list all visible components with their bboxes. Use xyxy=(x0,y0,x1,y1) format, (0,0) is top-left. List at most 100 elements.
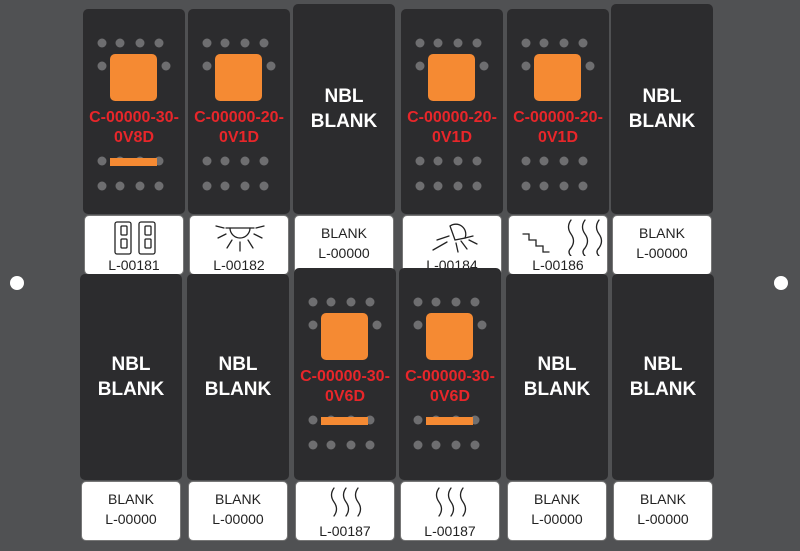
led-dot xyxy=(453,38,463,48)
legend-label: L-00181 xyxy=(84,215,184,275)
rocker-switch-blank[interactable]: NBL BLANK xyxy=(612,274,714,480)
led-dot xyxy=(472,38,482,48)
led-dot xyxy=(115,38,125,48)
legend-label: L-00184 xyxy=(402,215,502,275)
led-dot xyxy=(413,415,423,425)
label-part-number: L-00000 xyxy=(105,511,157,527)
led-dot xyxy=(472,181,482,191)
led-dot xyxy=(451,440,461,450)
rocker-switch-lit[interactable]: C-00000-20- 0V1D xyxy=(401,9,503,214)
label-blank-text: BLANK xyxy=(215,491,261,507)
label-blank-text: BLANK xyxy=(639,225,685,241)
rocker-switch-lit[interactable]: C-00000-20-0V1D xyxy=(188,9,290,214)
label-part-number: L-00000 xyxy=(318,245,370,261)
blank-switch-text: NBL xyxy=(324,86,364,107)
led-dot xyxy=(415,61,425,71)
led-dot xyxy=(470,440,480,450)
mounting-hole-left xyxy=(10,276,24,290)
rocker-switch-lit[interactable]: C-00000-30-0V6D xyxy=(294,268,396,480)
heat-waves-icon xyxy=(435,487,467,517)
legend-label: L-00186 xyxy=(508,215,608,275)
led-dot xyxy=(220,38,230,48)
led-dot xyxy=(521,156,531,166)
label-part-number: L-00186 xyxy=(532,257,584,273)
led-dot xyxy=(135,38,145,48)
led-dot xyxy=(559,181,569,191)
led-dot xyxy=(326,297,336,307)
led-dot xyxy=(415,156,425,166)
label-blank-text: BLANK xyxy=(321,225,367,241)
led-dot xyxy=(154,38,164,48)
dual-switch-icon xyxy=(114,221,156,255)
led-dot xyxy=(220,156,230,166)
spotlight-icon xyxy=(432,223,478,253)
part-code-line: C-00000-20- xyxy=(407,109,497,126)
led-dot xyxy=(220,181,230,191)
led-dot xyxy=(365,440,375,450)
led-dot xyxy=(308,320,318,330)
indicator-lens xyxy=(428,54,475,101)
indicator-lens xyxy=(426,313,473,360)
rocker-switch-lit[interactable]: C-00000-30- 0V6D xyxy=(399,268,501,480)
rocker-switch-blank[interactable]: NBL BLANK xyxy=(293,4,395,214)
led-dot xyxy=(346,440,356,450)
part-code-line: 0V6D xyxy=(429,388,471,405)
led-dot xyxy=(240,38,250,48)
led-dot xyxy=(240,181,250,191)
led-dot xyxy=(202,181,212,191)
blank-switch-text: BLANK xyxy=(310,111,378,132)
legend-label: BLANK L-00000 xyxy=(81,481,181,541)
blank-switch-text: NBL xyxy=(218,354,258,375)
led-dot xyxy=(308,415,318,425)
blank-switch-text: BLANK xyxy=(204,379,272,400)
rocker-switch-blank[interactable]: NBL BLANK xyxy=(187,274,289,480)
led-dot xyxy=(578,38,588,48)
label-blank-text: BLANK xyxy=(640,491,686,507)
led-dot xyxy=(97,61,107,71)
led-dot xyxy=(97,181,107,191)
part-code-line: C-00000-20- xyxy=(194,109,284,126)
led-dot xyxy=(477,320,487,330)
part-code-line: 0V1D xyxy=(537,129,579,146)
rocker-switch-lit[interactable]: C-00000-30- 0V8D xyxy=(83,9,185,214)
legend-label: L-00182 xyxy=(189,215,289,275)
part-code-line: C-00000-30- xyxy=(89,109,179,126)
led-dot xyxy=(453,181,463,191)
rocker-switch-lit[interactable]: C-00000-20- 0V1D xyxy=(507,9,609,214)
led-dot xyxy=(453,156,463,166)
part-code-line: 0V1D xyxy=(431,129,473,146)
led-dot xyxy=(472,156,482,166)
led-dot xyxy=(479,61,489,71)
blank-switch-text: BLANK xyxy=(629,379,697,400)
part-code-line: C-00000-30- xyxy=(405,368,495,385)
label-blank-text: BLANK xyxy=(108,491,154,507)
label-part-number: L-00000 xyxy=(531,511,583,527)
blank-switch-text: NBL xyxy=(643,354,683,375)
switch-dots xyxy=(521,38,595,191)
led-dot xyxy=(135,181,145,191)
led-dot xyxy=(413,320,423,330)
led-dot xyxy=(415,38,425,48)
indicator-lens xyxy=(215,54,262,101)
label-part-number: L-00187 xyxy=(424,523,476,539)
part-code-line: 0V8D xyxy=(113,129,155,146)
label-part-number: L-00182 xyxy=(213,257,265,273)
led-dot xyxy=(259,181,269,191)
led-dot xyxy=(559,156,569,166)
led-dot xyxy=(578,181,588,191)
led-dot xyxy=(431,440,441,450)
led-dot xyxy=(115,181,125,191)
blank-switch-text: NBL xyxy=(111,354,151,375)
indicator-lens xyxy=(110,54,157,101)
part-code-line: C-00000-20- xyxy=(513,109,603,126)
led-dot xyxy=(259,38,269,48)
led-dot xyxy=(202,156,212,166)
label-part-number: L-00187 xyxy=(319,523,371,539)
